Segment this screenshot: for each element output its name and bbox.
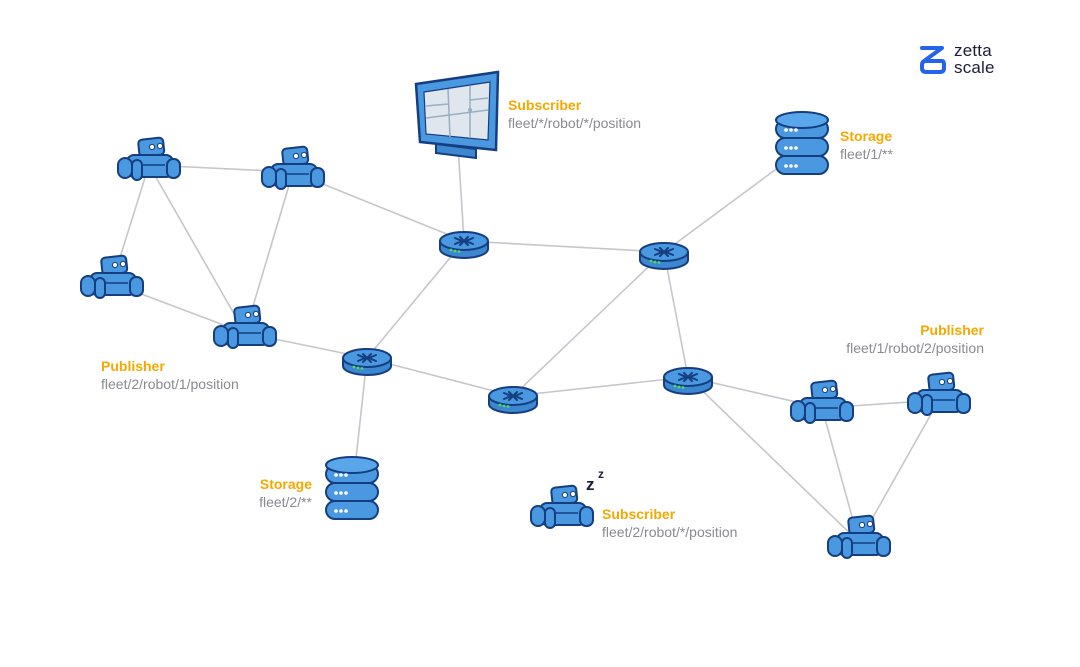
zettascale-logo: zetta scale bbox=[918, 42, 1018, 78]
edge-router-1-router-3 bbox=[366, 240, 465, 359]
edge-router-1-router-2 bbox=[463, 240, 665, 253]
robot-icon-d[interactable] bbox=[213, 304, 277, 349]
edge-router-4-router-5 bbox=[512, 376, 689, 397]
label-publisher-fleet2: Publisher fleet/2/robot/1/position bbox=[101, 357, 239, 393]
logo-line-1: zetta bbox=[954, 41, 992, 60]
robot-icon-a[interactable] bbox=[117, 136, 181, 181]
sleep-z-small: z bbox=[598, 467, 604, 481]
topic-label: fleet/1/robot/2/position bbox=[846, 340, 984, 356]
label-subscriber-sleeping: Subscriber fleet/2/robot/*/position bbox=[602, 505, 737, 541]
router-4[interactable] bbox=[488, 386, 538, 414]
monitor-icon[interactable] bbox=[414, 70, 500, 160]
edge-router-2-router-4 bbox=[512, 251, 665, 397]
router-5[interactable] bbox=[663, 367, 713, 395]
router-2[interactable] bbox=[639, 242, 689, 270]
topic-label: fleet/1/** bbox=[840, 146, 893, 162]
storage-top-icon[interactable] bbox=[775, 111, 829, 175]
topic-label: fleet/2/robot/*/position bbox=[602, 524, 738, 540]
label-subscriber-monitor: Subscriber fleet/*/robot/*/position bbox=[508, 96, 641, 132]
zettascale-logo-mark-icon bbox=[920, 46, 946, 74]
topic-label: fleet/2/** bbox=[259, 494, 312, 510]
storage-bottom-icon[interactable] bbox=[325, 456, 379, 520]
label-publisher-fleet1: Publisher fleet/1/robot/2/position bbox=[846, 321, 984, 357]
robot-icon-b[interactable] bbox=[261, 145, 325, 190]
edge-robot-a-robot-d bbox=[148, 164, 246, 334]
robot-icon-e[interactable] bbox=[530, 484, 594, 529]
edge-monitor-router-1 bbox=[457, 144, 465, 242]
sleep-z-big: z bbox=[586, 475, 595, 494]
router-3[interactable] bbox=[342, 348, 392, 376]
role-label: Publisher bbox=[101, 358, 165, 374]
role-label: Subscriber bbox=[508, 97, 582, 113]
role-label: Storage bbox=[840, 128, 893, 144]
role-label: Subscriber bbox=[602, 506, 676, 522]
role-label: Storage bbox=[259, 476, 312, 492]
edge-router-2-router-5 bbox=[663, 251, 689, 378]
logo-line-2: scale bbox=[954, 58, 995, 77]
label-storage-fleet2: Storage fleet/2/** bbox=[259, 475, 312, 511]
router-1[interactable] bbox=[439, 231, 489, 259]
robot-icon-c[interactable] bbox=[80, 254, 144, 299]
topic-label: fleet/*/robot/*/position bbox=[508, 115, 642, 131]
edge-router-5-robot-h bbox=[687, 376, 860, 543]
robot-icon-g[interactable] bbox=[907, 371, 971, 416]
label-storage-fleet1: Storage fleet/1/** bbox=[840, 127, 893, 163]
role-label: Publisher bbox=[920, 322, 984, 338]
topic-label: fleet/2/robot/1/position bbox=[101, 376, 239, 392]
robot-icon-f[interactable] bbox=[790, 379, 854, 424]
